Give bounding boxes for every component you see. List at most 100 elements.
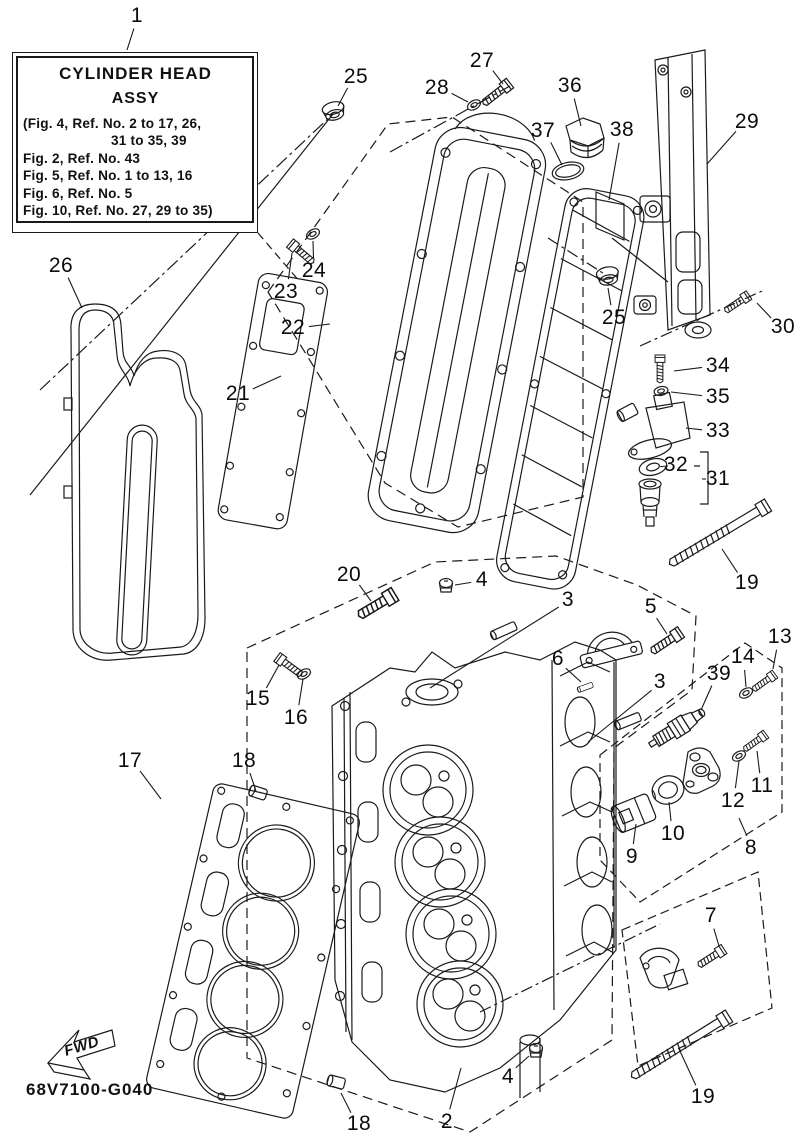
callout-37: 37 (530, 119, 556, 142)
leader-line-36 (573, 98, 582, 127)
callout-20: 20 (336, 563, 362, 586)
leader-line-32 (660, 465, 669, 468)
leader-line-25 (607, 287, 612, 306)
callout-8: 8 (744, 836, 758, 859)
leader-line-1 (126, 28, 135, 51)
leader-line-33 (685, 427, 703, 431)
callout-3: 3 (653, 670, 667, 693)
callout-21: 21 (225, 382, 251, 405)
cylinder-head (331, 641, 617, 1098)
callout-24: 24 (301, 259, 327, 282)
callout-13: 13 (767, 625, 793, 648)
leader-line-19 (721, 548, 738, 573)
callout-16: 16 (283, 706, 309, 729)
callout-28: 28 (424, 76, 450, 99)
leader-line-18 (340, 1092, 352, 1114)
leader-line-18 (249, 772, 257, 792)
callout-18: 18 (346, 1112, 372, 1135)
info-box-title: CYLINDER HEAD (59, 64, 212, 83)
leader-line-38 (608, 142, 620, 201)
callout-26: 26 (48, 254, 74, 277)
anode-31 (638, 478, 662, 527)
bracket (633, 49, 712, 339)
leader-line-3 (587, 689, 652, 743)
leader-line-5 (656, 617, 668, 635)
cam-cap (579, 631, 643, 669)
leader-line-39 (700, 685, 713, 711)
callout-25: 25 (343, 65, 369, 88)
callout-7: 7 (704, 904, 718, 927)
assembly-info-box: CYLINDER HEAD ASSY (Fig. 4, Ref. No. 2 t… (12, 52, 258, 233)
callout-12: 12 (720, 789, 746, 812)
leader-line-4 (515, 1055, 530, 1069)
leader-line-15 (265, 664, 280, 689)
leader-line-30 (756, 302, 772, 319)
head-gasket (146, 783, 360, 1119)
leader-line-6 (565, 667, 582, 683)
drawing-number: 68V7100-G040 (26, 1080, 154, 1099)
callout-29: 29 (734, 110, 760, 133)
callout-30: 30 (770, 315, 796, 338)
leader-line-19 (678, 1048, 697, 1086)
flange-8 (682, 747, 721, 794)
leader-line-8 (738, 817, 748, 837)
callout-25: 25 (601, 306, 627, 329)
assembly-boundaries (29, 85, 783, 1133)
callout-15: 15 (245, 687, 271, 710)
washer-32 (638, 457, 668, 477)
callout-27: 27 (469, 49, 495, 72)
callout-6: 6 (551, 647, 565, 670)
leader-line-13 (772, 649, 778, 670)
valve-cover-gasket (63, 303, 206, 661)
callout-35: 35 (705, 385, 731, 408)
callout-34: 34 (705, 354, 731, 377)
leader-line-20 (358, 584, 372, 602)
leader-line-14 (744, 669, 747, 688)
leader-line-29 (706, 131, 737, 165)
callout-4: 4 (475, 568, 489, 591)
leader-line-21 (252, 375, 282, 390)
callout-2: 2 (440, 1110, 454, 1133)
callout-1: 1 (130, 4, 144, 27)
callout-19: 19 (734, 571, 760, 594)
callout-14: 14 (730, 645, 756, 668)
leader-line-22 (308, 323, 331, 328)
leader-line-34 (673, 366, 703, 372)
clamp-7 (639, 947, 689, 991)
leader-line-3 (429, 606, 560, 689)
leader-line-4 (454, 581, 472, 586)
sheet-38 (595, 191, 625, 241)
callout-18: 18 (231, 749, 257, 772)
leader-line-37 (550, 142, 563, 166)
callout-22: 22 (280, 316, 306, 339)
leader-line-25 (337, 87, 349, 107)
info-box-subtitle: ASSY (111, 90, 160, 107)
callout-11: 11 (750, 774, 774, 797)
leader-line-11 (756, 750, 761, 774)
leader-line-35 (670, 391, 703, 397)
leader-line-26 (67, 277, 83, 309)
callout-32: 32 (663, 453, 689, 476)
sheet-38-line (611, 237, 669, 283)
valve-cover (367, 112, 645, 590)
sleeve-9 (610, 793, 657, 834)
callout-31: 31 (705, 467, 731, 490)
leader-line-9 (632, 823, 637, 845)
info-box-references: (Fig. 4, Ref. No. 2 to 17, 26, 31 to 35,… (23, 116, 213, 219)
leader-line-2 (449, 1067, 462, 1110)
breather-plate (217, 272, 329, 530)
callout-19: 19 (690, 1085, 716, 1108)
leader-line-28 (451, 92, 469, 103)
spark-plug (647, 708, 706, 748)
leader-line-16 (298, 678, 304, 706)
leader-line-23 (287, 252, 293, 280)
callout-36: 36 (557, 74, 583, 97)
leader-line-12 (734, 760, 740, 789)
callout-5: 5 (644, 595, 658, 618)
group-31-bracket (694, 451, 709, 505)
oil-cap (551, 117, 605, 181)
callout-39: 39 (706, 662, 732, 685)
